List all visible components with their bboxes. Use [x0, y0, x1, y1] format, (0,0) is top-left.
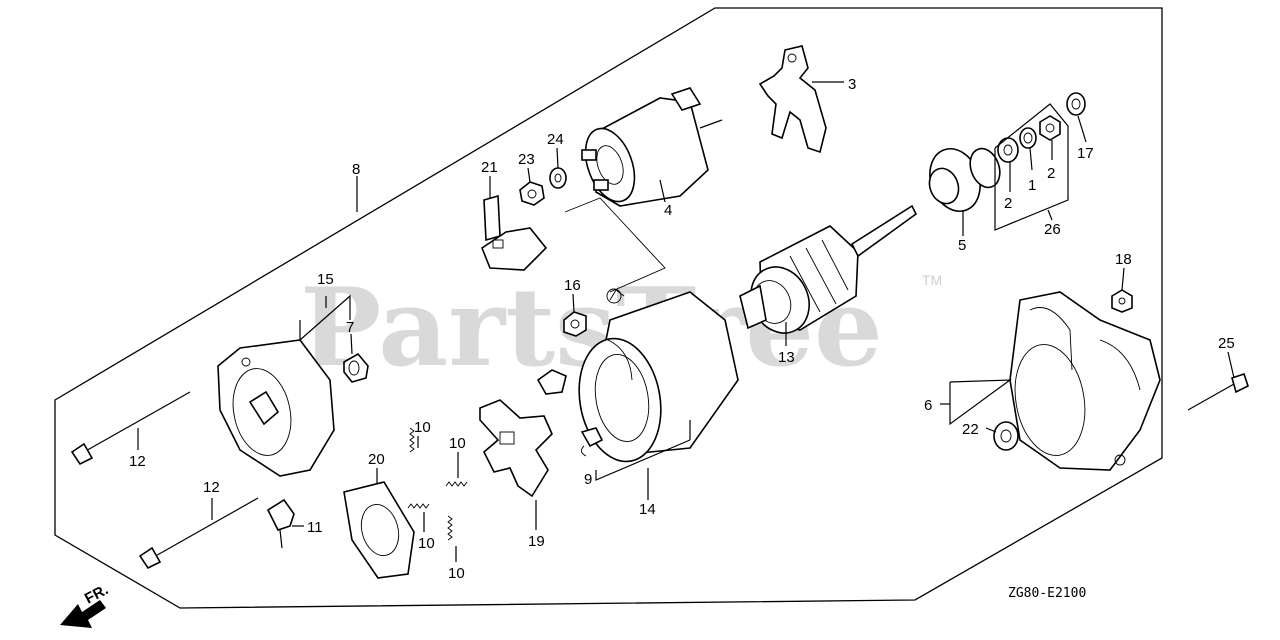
callout-10d[interactable]: 10	[448, 565, 465, 582]
washer-24-part[interactable]	[549, 167, 567, 189]
leader-22	[985, 427, 997, 433]
leader-16	[572, 293, 575, 313]
spring-10a-part[interactable]	[409, 427, 415, 453]
direction-label: FR.	[82, 581, 111, 607]
callout-8[interactable]: 8	[352, 161, 360, 178]
callout-23[interactable]: 23	[518, 151, 535, 168]
trademark-mark: TM	[922, 272, 942, 288]
callout-6[interactable]: 6	[924, 397, 932, 414]
brush-block-part[interactable]	[536, 369, 567, 395]
leader-1	[1029, 147, 1033, 171]
clip-9-part[interactable]	[580, 427, 604, 457]
solenoid-part[interactable]	[576, 87, 723, 208]
diagram-code: ZG80-E2100	[1008, 586, 1086, 601]
ring-1-part[interactable]	[1019, 127, 1037, 149]
callout-11[interactable]: 11	[307, 519, 323, 536]
callout-3[interactable]: 3	[848, 76, 856, 93]
leader-23	[527, 167, 531, 183]
washer-17-part[interactable]	[1066, 92, 1086, 116]
callout-14[interactable]: 14	[639, 501, 656, 518]
leader-24	[556, 147, 559, 169]
callout-13[interactable]: 13	[778, 349, 795, 366]
callout-19[interactable]: 19	[528, 533, 545, 550]
bracket-26	[994, 103, 1069, 231]
washer-2a-part[interactable]	[997, 137, 1019, 163]
callout-12a[interactable]: 12	[129, 453, 146, 470]
spring-10d-part[interactable]	[447, 515, 453, 541]
callout-10a[interactable]: 10	[414, 419, 431, 436]
leader-7	[350, 333, 353, 355]
bushing-7-part[interactable]	[343, 352, 369, 383]
callout-10b[interactable]: 10	[449, 435, 466, 452]
callout-15[interactable]: 15	[317, 271, 334, 288]
bolt-12a-part[interactable]	[70, 391, 191, 466]
rear-cover-15-part[interactable]	[217, 339, 335, 477]
assembly-boundary	[54, 7, 1163, 609]
collar-2b-part[interactable]	[1039, 115, 1061, 141]
front-housing-6-part[interactable]	[1007, 291, 1161, 471]
bracket-15	[299, 294, 351, 342]
brush-plate-20-part[interactable]	[343, 481, 415, 579]
callout-16[interactable]: 16	[564, 277, 581, 294]
spring-10c-part[interactable]	[407, 503, 430, 509]
callout-25[interactable]: 25	[1218, 335, 1235, 352]
nut-18-part[interactable]	[1111, 289, 1133, 313]
leader-14b	[595, 439, 691, 481]
spring-10b-part[interactable]	[445, 481, 468, 487]
callout-10c[interactable]: 10	[418, 535, 435, 552]
callout-17[interactable]: 17	[1077, 145, 1094, 162]
brush-holder-19-part[interactable]	[479, 399, 553, 498]
leader-18	[1121, 267, 1125, 291]
callout-24[interactable]: 24	[547, 131, 564, 148]
nut-23-part[interactable]	[519, 181, 545, 206]
leader-4	[659, 179, 666, 203]
bushing-22-part[interactable]	[993, 421, 1019, 451]
callout-7[interactable]: 7	[346, 319, 354, 336]
callout-26[interactable]: 26	[1044, 221, 1061, 238]
callout-18[interactable]: 18	[1115, 251, 1132, 268]
front-direction-arrow-icon	[60, 600, 106, 628]
insulator-21-part[interactable]	[481, 194, 548, 271]
callout-20[interactable]: 20	[368, 451, 385, 468]
screw-11-part[interactable]	[266, 498, 295, 549]
leader-26	[1047, 209, 1053, 221]
yoke-14-part[interactable]	[570, 288, 739, 468]
callout-5[interactable]: 5	[958, 237, 966, 254]
solenoid-yoke-link	[564, 197, 666, 293]
bolt-12b-part[interactable]	[138, 497, 259, 570]
callout-22[interactable]: 22	[962, 421, 979, 438]
callout-4[interactable]: 4	[664, 202, 672, 219]
callout-2a[interactable]: 2	[1004, 195, 1012, 212]
leader-17	[1077, 115, 1087, 143]
shift-lever-part[interactable]	[758, 45, 827, 154]
bracket-6	[949, 379, 1012, 426]
armature-13-part[interactable]	[739, 204, 918, 343]
callout-1[interactable]: 1	[1028, 177, 1036, 194]
callout-21[interactable]: 21	[481, 159, 498, 176]
leader-25	[1227, 351, 1235, 379]
callout-2b[interactable]: 2	[1047, 165, 1055, 182]
callout-12b[interactable]: 12	[203, 479, 220, 496]
bolt-25-part[interactable]	[1187, 372, 1249, 411]
pinion-5-part[interactable]	[922, 142, 1005, 219]
callout-9[interactable]: 9	[584, 471, 592, 488]
